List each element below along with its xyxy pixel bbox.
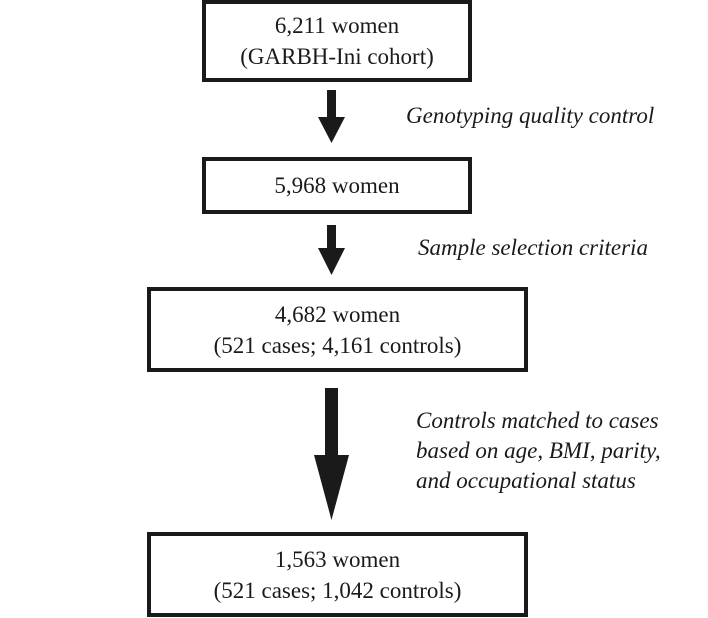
arrow-2 bbox=[318, 225, 345, 275]
step-line: Genotyping quality control bbox=[406, 103, 655, 128]
cohort-box: 6,211 women (GARBH-Ini cohort) bbox=[202, 0, 472, 82]
box-line: (521 cases; 4,161 controls) bbox=[213, 332, 462, 358]
final-sample-box: 1,563 women (521 cases; 1,042 controls) bbox=[147, 532, 528, 617]
step-line: Controls matched to cases bbox=[416, 408, 659, 433]
step-label-selection-criteria: Sample selection criteria bbox=[418, 233, 648, 263]
step-label-genotyping-qc: Genotyping quality control bbox=[406, 101, 654, 131]
box-line: 6,211 women bbox=[274, 13, 400, 38]
box-line: 5,968 women bbox=[274, 173, 400, 198]
step-label-matching: Controls matched to cases based on age, … bbox=[416, 406, 661, 496]
post-qc-box: 5,968 women bbox=[202, 157, 472, 214]
step-line: based on age, BMI, parity, bbox=[416, 438, 661, 463]
selected-samples-box: 4,682 women (521 cases; 4,161 controls) bbox=[147, 287, 528, 372]
box-line: 4,682 women bbox=[274, 301, 401, 327]
arrow-1 bbox=[318, 90, 345, 143]
box-line: (521 cases; 1,042 controls) bbox=[213, 577, 462, 603]
step-line: and occupational status bbox=[416, 468, 636, 493]
arrow-3 bbox=[314, 388, 349, 520]
step-line: Sample selection criteria bbox=[418, 235, 648, 260]
box-line: 1,563 women bbox=[274, 546, 401, 572]
box-line: (GARBH-Ini cohort) bbox=[240, 44, 434, 69]
